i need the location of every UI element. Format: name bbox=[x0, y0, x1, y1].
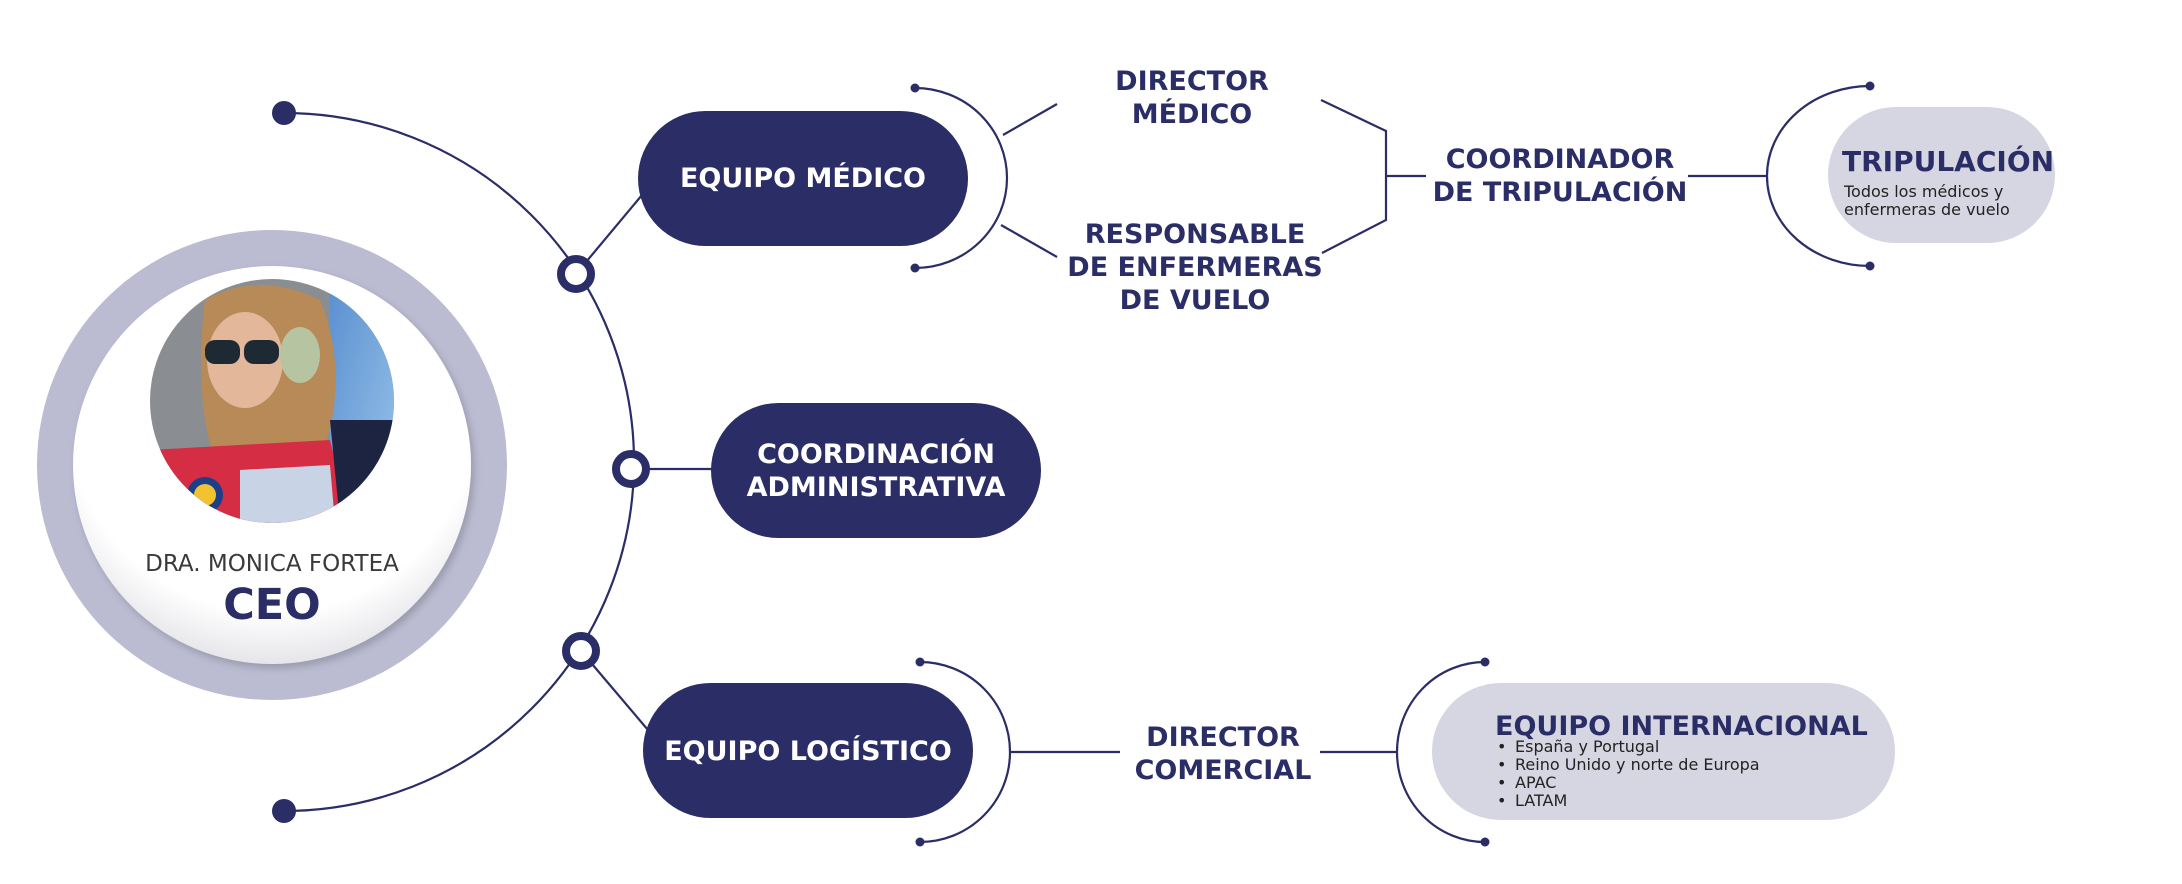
role-responsable-enfermeras: RESPONSABLE DE ENFERMERAS DE VUELO bbox=[1067, 219, 1322, 316]
bracket-dot bbox=[910, 83, 920, 93]
node-logistico bbox=[562, 632, 600, 670]
medico-bracket-arc bbox=[914, 86, 1009, 270]
internacional-bracket-arc bbox=[1395, 660, 1486, 844]
dept-label-line2: ADMINISTRATIVA bbox=[747, 472, 1006, 503]
dept-equipo-medico[interactable]: EQUIPO MÉDICO bbox=[638, 111, 968, 246]
dept-coordinacion-administrativa[interactable]: COORDINACIÓN ADMINISTRATIVA bbox=[711, 403, 1041, 538]
bullet-icon: • bbox=[1497, 791, 1506, 810]
bracket-dot bbox=[1480, 657, 1490, 667]
connector-director-medico bbox=[1002, 103, 1058, 136]
node-admin bbox=[612, 450, 650, 488]
role-line: RESPONSABLE bbox=[1085, 219, 1306, 250]
bullet-icon: • bbox=[1497, 755, 1506, 774]
role-line: DE VUELO bbox=[1120, 285, 1271, 316]
trunk-top-dot bbox=[272, 101, 296, 125]
team-equipo-internacional[interactable]: EQUIPO INTERNACIONAL • España y Portugal… bbox=[1432, 683, 1895, 820]
team-description-line: enfermeras de vuelo bbox=[1844, 200, 2010, 219]
region-item: España y Portugal bbox=[1515, 737, 1659, 756]
team-tripulacion[interactable]: TRIPULACIÓN Todos los médicos y enfermer… bbox=[1828, 107, 2055, 243]
role-coordinador-tripulacion: COORDINADOR DE TRIPULACIÓN bbox=[1433, 144, 1688, 208]
region-item: LATAM bbox=[1515, 791, 1567, 810]
bracket-dot bbox=[1480, 837, 1490, 847]
role-line: COMERCIAL bbox=[1135, 755, 1312, 786]
region-item: APAC bbox=[1515, 773, 1556, 792]
role-line: DE TRIPULACIÓN bbox=[1433, 176, 1688, 208]
role-line: DE ENFERMERAS bbox=[1067, 252, 1322, 283]
bracket-dot bbox=[1865, 81, 1875, 91]
bracket-dot bbox=[910, 263, 920, 273]
role-line: COORDINADOR bbox=[1446, 144, 1675, 175]
node-medico bbox=[557, 255, 595, 293]
regions-list: • España y Portugal • Reino Unido y nort… bbox=[1497, 737, 1760, 810]
role-director-comercial: DIRECTOR COMERCIAL bbox=[1135, 722, 1312, 786]
team-title: TRIPULACIÓN bbox=[1842, 144, 2054, 178]
connector-enfermeras bbox=[1000, 224, 1058, 258]
dept-equipo-logistico[interactable]: EQUIPO LOGÍSTICO bbox=[643, 683, 973, 818]
bracket-dot bbox=[1865, 261, 1875, 271]
role-line: MÉDICO bbox=[1132, 98, 1253, 130]
bullet-icon: • bbox=[1497, 737, 1506, 756]
team-description-line: Todos los médicos y bbox=[1843, 182, 2003, 201]
dept-label: EQUIPO LOGÍSTICO bbox=[664, 735, 952, 767]
ceo-photo bbox=[150, 279, 394, 523]
bracket-dot bbox=[915, 657, 925, 667]
team-title: EQUIPO INTERNACIONAL bbox=[1495, 711, 1868, 742]
role-director-medico: DIRECTOR MÉDICO bbox=[1115, 66, 1269, 130]
dept-label: EQUIPO MÉDICO bbox=[680, 162, 926, 194]
trunk-bottom-dot bbox=[272, 799, 296, 823]
tripulacion-bracket-arc bbox=[1765, 84, 1871, 268]
ceo-card: DRA. MONICA FORTEA CEO bbox=[37, 230, 507, 700]
role-line: DIRECTOR bbox=[1115, 66, 1269, 97]
bullet-icon: • bbox=[1497, 773, 1506, 792]
role-line: DIRECTOR bbox=[1146, 722, 1300, 753]
dept-label-line1: COORDINACIÓN bbox=[757, 438, 995, 470]
bracket-dot bbox=[915, 837, 925, 847]
ceo-name: DRA. MONICA FORTEA bbox=[145, 551, 399, 577]
ceo-role: CEO bbox=[223, 580, 321, 630]
region-item: Reino Unido y norte de Europa bbox=[1515, 755, 1760, 774]
merge-bracket bbox=[1320, 99, 1388, 254]
